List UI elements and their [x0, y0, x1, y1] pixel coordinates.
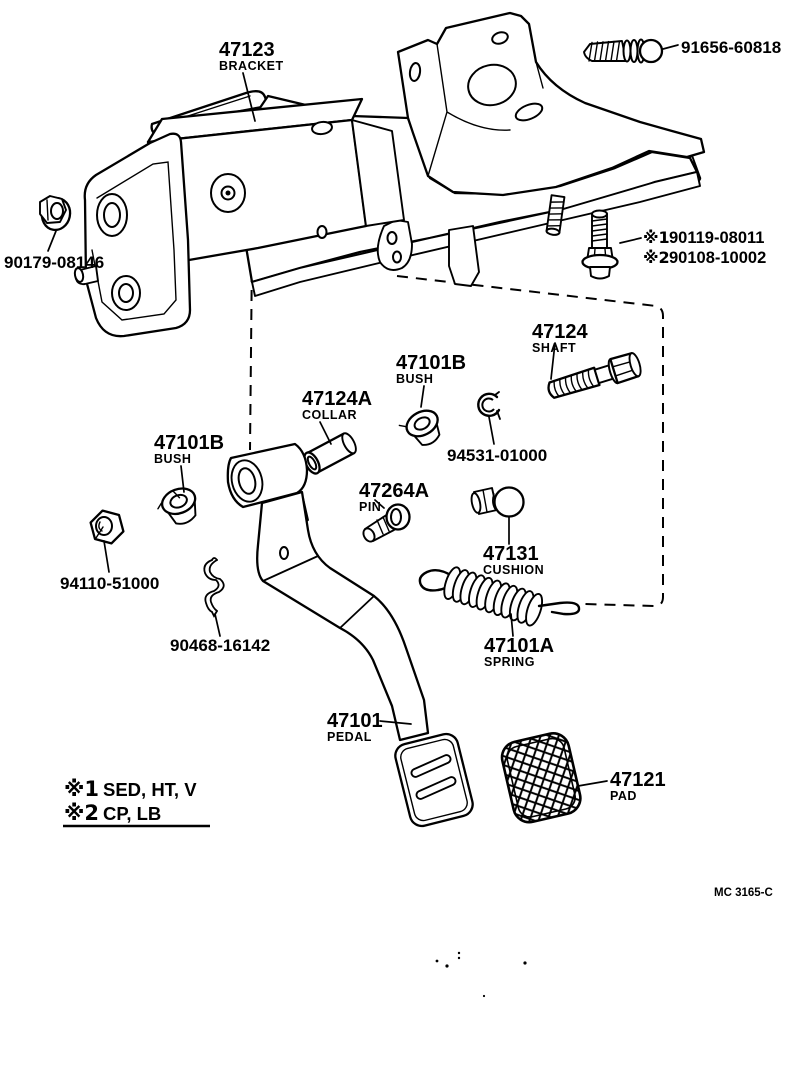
label-collar-desc: COLLAR: [302, 408, 357, 422]
label-pedal-num: 47101: [327, 710, 383, 732]
label-cushion-num: 47131: [483, 543, 539, 565]
label-bush-upper-num: 47101B: [396, 352, 466, 374]
label-cushion-desc: CUSHION: [483, 563, 544, 577]
label-bush-upper-desc: BUSH: [396, 372, 433, 386]
bracket-box-side: [351, 119, 405, 227]
bush-lower-part: [157, 487, 197, 525]
leader-lines: [47, 44, 679, 787]
spring-part: [418, 566, 581, 627]
bracket-flange: [251, 171, 701, 297]
nut-pivot-part: [89, 509, 125, 545]
bracket-rear-plate: [396, 11, 706, 197]
label-pin-num: 47264A: [359, 480, 429, 502]
pad-part: [500, 732, 582, 824]
lock-washer-part: [477, 391, 501, 420]
legend-text-2: CP, LB: [103, 803, 161, 824]
label-nut-pivot-num: 94110-51000: [60, 574, 159, 593]
label-pedal-desc: PEDAL: [327, 730, 372, 744]
label-lock-washer-num: 94531-01000: [447, 446, 547, 465]
doc-code: MC 3165-C: [714, 887, 773, 899]
legend-text-1: SED, HT, V: [103, 779, 197, 800]
shaft-part: [547, 352, 642, 399]
label-bracket-desc: BRACKET: [219, 59, 284, 73]
pin-part: [362, 503, 411, 543]
pedal-arm: [256, 490, 430, 742]
bracket-part: [73, 11, 706, 338]
collar-part: [303, 432, 357, 475]
bracket-left-plate: [83, 132, 192, 338]
label-bush-lower-num: 47101B: [154, 432, 224, 454]
flange-bolt-part: [581, 209, 619, 280]
bracket-clevis-tab: [376, 219, 413, 271]
label-bush-lower-desc: BUSH: [154, 452, 191, 466]
legend: ※1 SED, HT, V ※2 CP, LB: [63, 777, 210, 828]
label-bolt-mark1: ※1: [643, 228, 670, 247]
label-shaft-num: 47124: [532, 321, 588, 343]
label-shaft-desc: SHAFT: [532, 341, 576, 355]
label-bracket-num: 47123: [219, 39, 275, 61]
clip-part: [203, 557, 225, 618]
label-pad-desc: PAD: [610, 789, 637, 803]
labels: 47123 BRACKET 91656-60818 90179-08146 ※1…: [4, 38, 781, 803]
label-pin-desc: PIN: [359, 500, 381, 514]
label-spring-num: 47101A: [484, 635, 554, 657]
label-pad-num: 47121: [610, 769, 666, 791]
scan-artifacts: [435, 951, 527, 998]
pedal-part: [226, 442, 474, 828]
label-screw-num: 91656-60818: [681, 38, 781, 57]
label-bolt-num1: 90119-08011: [669, 229, 764, 247]
legend-mark-1: ※1: [64, 777, 99, 801]
label-clip-num: 90468-16142: [170, 636, 270, 655]
legend-mark-2: ※2: [64, 801, 99, 825]
screw-part: [583, 38, 664, 64]
label-bolt-mark2: ※2: [643, 248, 670, 267]
label-spring-desc: SPRING: [484, 655, 535, 669]
label-collar-num: 47124A: [302, 388, 372, 410]
pedal-plate: [394, 732, 474, 828]
nut-bracket-part: [39, 195, 72, 232]
label-bolt-num2: 90108-10002: [669, 249, 766, 267]
bush-upper-part: [398, 409, 441, 446]
cushion-part: [470, 486, 525, 518]
bracket-stud-lower: [545, 194, 566, 236]
label-nut-bracket-num: 90179-08146: [4, 253, 104, 272]
bracket-leg-tab: [448, 225, 480, 287]
